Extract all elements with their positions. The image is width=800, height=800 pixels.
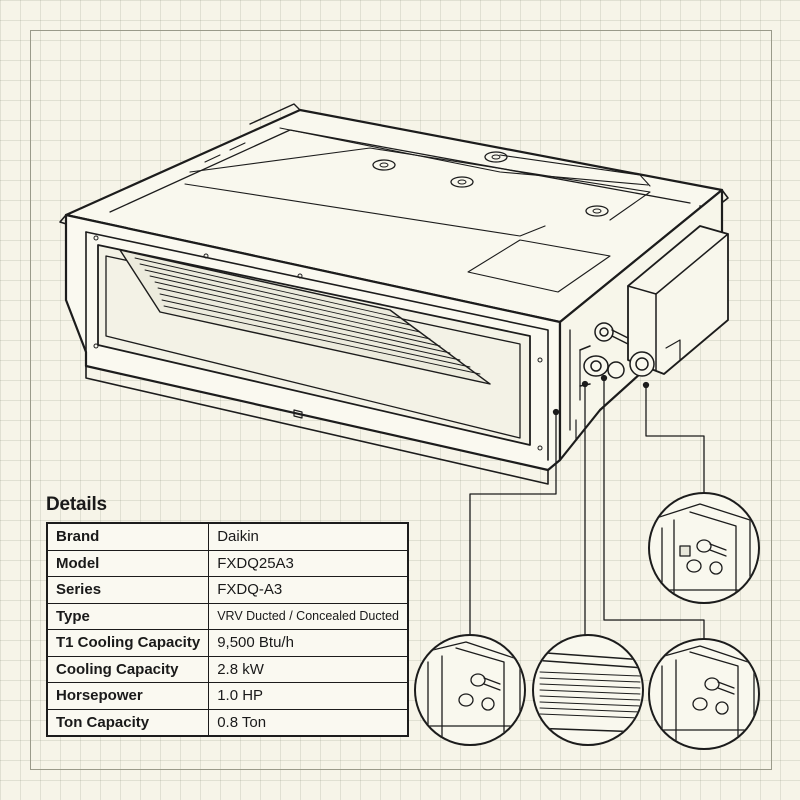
spec-value: 1.0 HP: [208, 682, 409, 710]
table-row: Horsepower 1.0 HP: [46, 682, 409, 710]
spec-value: Daikin: [208, 522, 409, 551]
spec-value: 2.8 kW: [208, 655, 409, 683]
spec-key: T1 Cooling Capacity: [46, 629, 210, 657]
spec-key: Type: [46, 602, 210, 630]
spec-value: FXDQ25A3: [208, 549, 409, 577]
control-box-detail-icon: [648, 492, 760, 604]
table-row: Cooling Capacity 2.8 kW: [46, 655, 409, 683]
table-row: Ton Capacity 0.8 Ton: [46, 708, 409, 737]
table-row: Brand Daikin: [46, 522, 409, 551]
spec-value: FXDQ-A3: [208, 576, 409, 604]
details-heading: Details: [46, 494, 107, 515]
spec-value: VRV Ducted / Concealed Ducted: [208, 602, 409, 630]
spec-key: Horsepower: [46, 682, 210, 710]
table-row: Series FXDQ-A3: [46, 576, 409, 604]
heat-exchanger-coil-detail-icon: [532, 634, 644, 746]
callout-leader-lines: [469, 374, 705, 645]
spec-key: Ton Capacity: [46, 708, 210, 737]
ducted-indoor-unit-icon: [59, 103, 729, 485]
spec-value: 0.8 Ton: [208, 708, 409, 737]
pipe-connections-detail-icon-2: [648, 638, 760, 750]
table-row: T1 Cooling Capacity 9,500 Btu/h: [46, 629, 409, 657]
table-row: Model FXDQ25A3: [46, 549, 409, 577]
spec-value: 9,500 Btu/h: [208, 629, 409, 657]
spec-key: Brand: [46, 522, 210, 551]
spec-key: Series: [46, 576, 210, 604]
sheet-border: [30, 30, 772, 770]
details-table: Brand Daikin Model FXDQ25A3 Series FXDQ-…: [46, 522, 410, 737]
pipe-connections-detail-icon: [414, 634, 526, 746]
table-row: Type VRV Ducted / Concealed Ducted: [46, 602, 409, 630]
spec-key: Model: [46, 549, 210, 577]
spec-key: Cooling Capacity: [46, 655, 210, 683]
